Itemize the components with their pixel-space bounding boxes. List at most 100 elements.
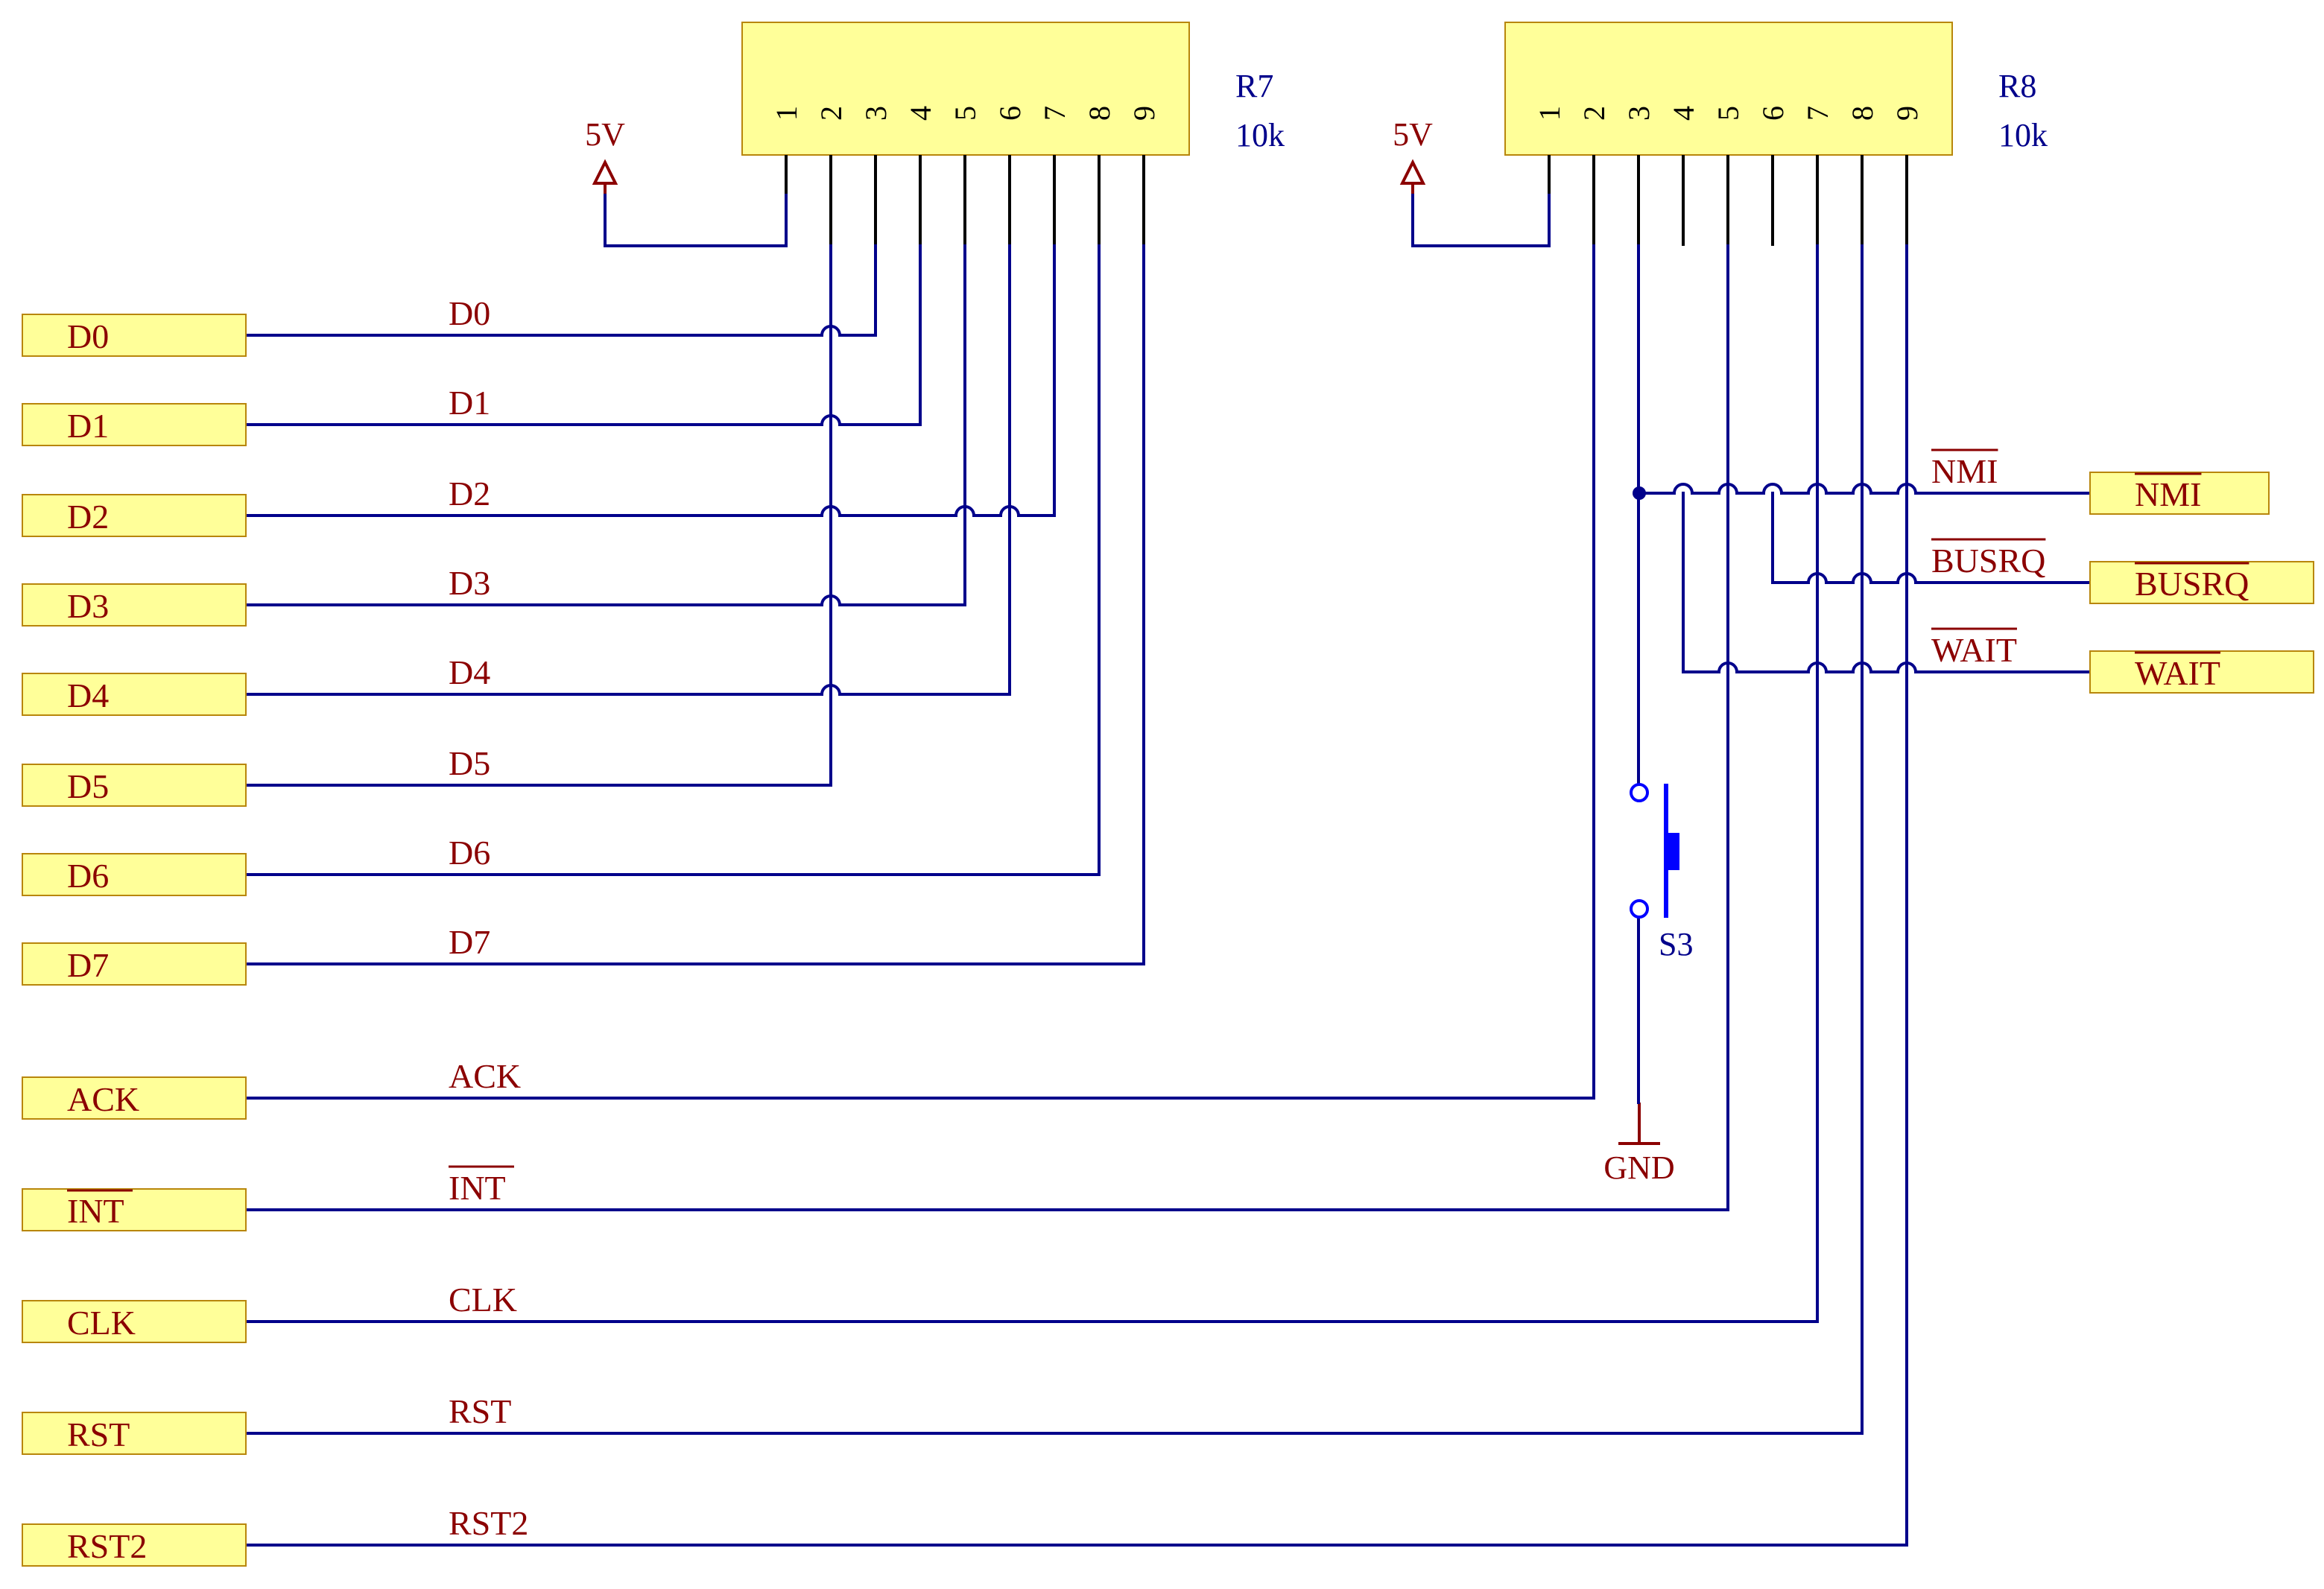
wire-d2: [244, 244, 1056, 517]
net-label: RST: [449, 1392, 511, 1430]
wire-d1: [244, 244, 922, 426]
net-label: D6: [449, 834, 490, 872]
port-label: D5: [67, 767, 109, 805]
port-label: D3: [67, 587, 109, 625]
port-label: ACK: [67, 1080, 139, 1118]
r7-pin-number: 7: [1038, 106, 1071, 121]
port-box: [22, 403, 247, 446]
supply-5v-r7-label: 5V: [585, 116, 625, 153]
wire-nmi: [1638, 483, 2092, 495]
port-box: [2089, 561, 2314, 604]
port-box: [22, 1188, 247, 1231]
port-label: CLK: [67, 1304, 136, 1342]
resistor-network-r8[interactable]: R8 10k: [1504, 22, 2048, 156]
net-label: D2: [449, 475, 490, 513]
wire-r7-pin1-5v: [604, 194, 788, 247]
port-box: [22, 673, 247, 716]
wire-clk: [244, 244, 1819, 1323]
switch-contact-top: [1630, 783, 1649, 802]
supply-5v-r8-label: 5V: [1393, 116, 1433, 153]
port-label: D4: [67, 676, 109, 714]
port-box: [22, 764, 247, 807]
port-label: INT: [67, 1192, 124, 1230]
ground-label: GND: [1603, 1149, 1674, 1186]
port-box: [22, 1300, 247, 1343]
resistor-network-r7[interactable]: R7 10k: [741, 22, 1285, 156]
r7-pin-number: 5: [949, 106, 982, 121]
r8-pin-number: 1: [1533, 106, 1566, 121]
port-box: [2089, 650, 2314, 694]
r7-ref: R7: [1235, 68, 1273, 104]
port-box: [22, 494, 247, 537]
supply-5v-r8: 5V: [1393, 116, 1433, 195]
r8-ref: R8: [1998, 68, 2036, 104]
supply-arrow-icon: [592, 159, 618, 185]
port-box: [22, 314, 247, 357]
wires: [244, 194, 2092, 1547]
net-label: NMI: [1931, 452, 1998, 490]
net-label: D0: [449, 294, 490, 332]
r8-pin-number: 2: [1577, 106, 1611, 121]
port-nmi[interactable]: NMI NMI: [1931, 448, 2270, 515]
port-label: RST: [67, 1415, 130, 1453]
port-ack[interactable]: ACK ACK: [22, 1057, 521, 1120]
net-label: WAIT: [1931, 631, 2017, 669]
r8-pin-number: 8: [1846, 106, 1879, 121]
ground-symbol: GND: [1603, 1103, 1675, 1186]
r7-body: [741, 22, 1190, 156]
wire-int: [244, 244, 1729, 1211]
port-box: [22, 1412, 247, 1455]
r7-pin-number: 2: [814, 106, 848, 121]
wire-rst: [244, 244, 1864, 1435]
port-box: [2089, 472, 2270, 515]
wire-r8-pin1-5v: [1411, 194, 1551, 247]
net-label: D4: [449, 653, 490, 691]
r8-pin-number: 3: [1622, 106, 1656, 121]
port-label: D6: [67, 857, 109, 895]
pushbutton-s3[interactable]: S3: [1630, 783, 1693, 962]
wire-wait: [1682, 492, 2092, 673]
r7-pin-number: 6: [993, 106, 1027, 121]
pin-leads: [785, 155, 1908, 246]
switch-button-icon: [1666, 833, 1679, 870]
net-label: D7: [449, 923, 490, 961]
r7-pin-number: 1: [770, 106, 803, 121]
port-label: D7: [67, 946, 109, 984]
r8-pin-number: 9: [1890, 106, 1924, 121]
r8-pin-number: 6: [1756, 106, 1790, 121]
port-box: [22, 942, 247, 986]
wire-d0: [244, 244, 877, 337]
port-label: BUSRQ: [2135, 565, 2249, 603]
port-label: NMI: [2135, 475, 2201, 513]
r8-body: [1504, 22, 1953, 156]
r8-value: 10k: [1998, 117, 2048, 153]
port-box: [22, 1076, 247, 1120]
port-box: [22, 853, 247, 896]
net-label: D3: [449, 564, 490, 602]
port-busrq[interactable]: BUSRQ BUSRQ: [1931, 538, 2314, 604]
wire-ack: [244, 244, 1595, 1100]
wire-d4: [244, 244, 1011, 696]
net-label: BUSRQ: [1931, 542, 2045, 580]
s3-ref: S3: [1659, 926, 1693, 962]
port-label: D1: [67, 407, 109, 445]
port-rst[interactable]: RST RST: [22, 1392, 511, 1455]
r7-pin-number: 4: [904, 106, 937, 121]
r8-pin-number: 5: [1712, 106, 1745, 121]
r7-pin-number: 3: [859, 106, 893, 121]
net-label: ACK: [449, 1057, 521, 1095]
